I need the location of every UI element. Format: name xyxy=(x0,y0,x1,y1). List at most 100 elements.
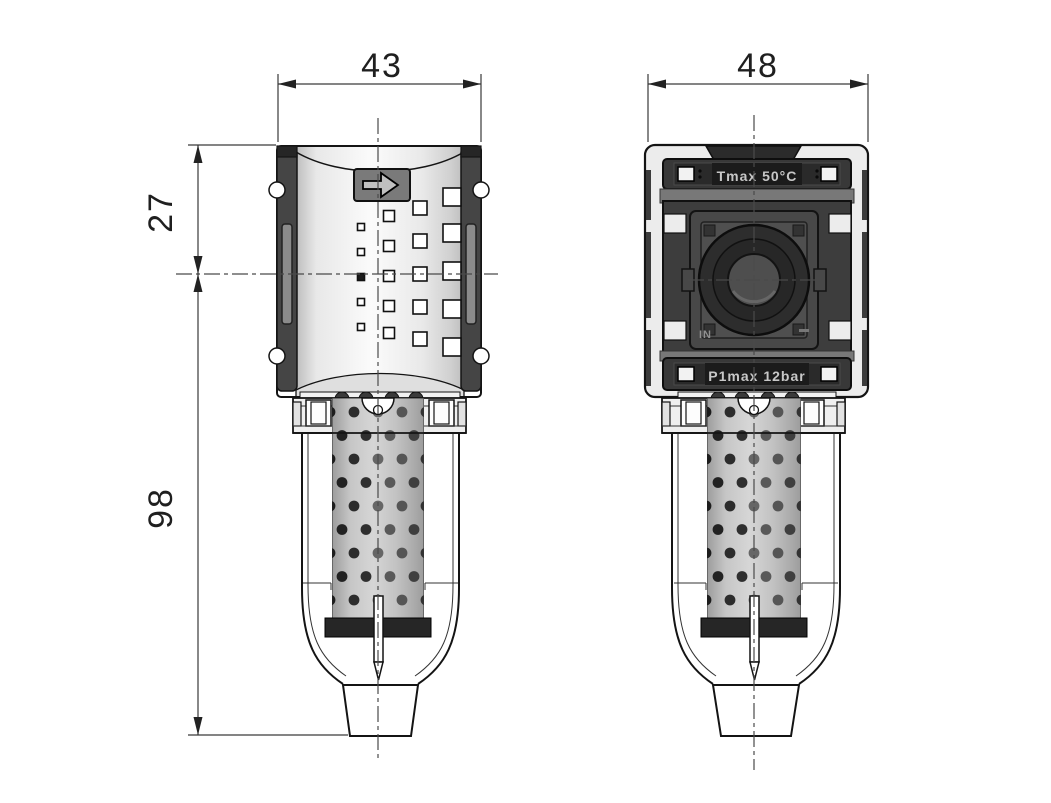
perforation-hole xyxy=(707,500,712,512)
side-view xyxy=(176,118,498,758)
perforation-hole xyxy=(396,594,408,606)
perforation-hole xyxy=(772,500,784,512)
front-side-edges xyxy=(646,170,867,386)
vent-hole-square xyxy=(442,299,462,319)
perforation-hole xyxy=(360,477,372,488)
perforation-hole xyxy=(796,594,801,606)
side-left-rail-notch-top xyxy=(268,181,286,199)
perforation-hole xyxy=(748,547,760,559)
perforation-hole xyxy=(360,524,372,535)
vent-hole-square xyxy=(382,209,396,223)
dimension-head-height: 27 xyxy=(142,144,276,274)
perforation-hole xyxy=(736,477,748,488)
perforation-hole xyxy=(760,477,772,488)
perforation-hole xyxy=(760,524,772,535)
perforation-hole xyxy=(384,571,396,582)
front-top-label-bar: Tmax 50°C xyxy=(662,158,852,190)
perforation-hole xyxy=(384,524,396,535)
perforation-hole xyxy=(707,453,712,465)
side-left-rail-notch-bottom xyxy=(268,347,286,365)
perforation-hole xyxy=(772,453,784,465)
perforation-hole xyxy=(396,500,408,512)
screw-window-bottom-left xyxy=(677,366,695,382)
perforation-hole xyxy=(396,453,408,465)
perforation-hole xyxy=(736,524,748,535)
perforation-hole xyxy=(396,547,408,559)
perforation-hole xyxy=(384,477,396,488)
perforation-hole xyxy=(707,406,712,418)
side-left-rail-cap xyxy=(276,145,298,158)
front-drain-knob xyxy=(711,684,801,737)
perforation-hole xyxy=(772,547,784,559)
perforation-hole xyxy=(712,571,724,582)
perforation-hole xyxy=(336,430,348,441)
perforation-hole xyxy=(796,406,801,418)
dimension-body-height: 98 xyxy=(142,274,348,736)
perforation-hole xyxy=(348,594,360,606)
perforation-hole xyxy=(348,547,360,559)
dim-label-48: 48 xyxy=(737,47,779,85)
pmax-label: P1max 12bar xyxy=(708,368,805,384)
side-drain-knob xyxy=(341,684,420,737)
perforation-hole xyxy=(724,594,736,606)
perforation-hole xyxy=(724,453,736,465)
perforation-hole xyxy=(332,406,336,418)
perforation-hole xyxy=(336,571,348,582)
perforation-hole xyxy=(332,594,336,606)
perforation-hole xyxy=(332,500,336,512)
perforation-hole xyxy=(796,453,801,465)
perforation-hole xyxy=(360,430,372,441)
dimension-front-width: 48 xyxy=(647,47,869,142)
side-right-rail-cap xyxy=(460,145,482,158)
vent-hole-square xyxy=(356,297,366,307)
vent-hole-square xyxy=(382,299,396,313)
perforation-hole xyxy=(724,547,736,559)
perforation-hole xyxy=(707,547,712,559)
screw-window-bottom-right xyxy=(820,366,838,382)
dimension-side-width: 43 xyxy=(277,47,482,142)
screw-window-left xyxy=(677,166,695,182)
vent-hole-square xyxy=(442,337,462,357)
vent-hole-square xyxy=(442,223,462,243)
in-port-label: IN xyxy=(699,329,712,341)
vent-hole-square xyxy=(412,299,428,315)
perforation-hole xyxy=(724,500,736,512)
perforation-hole xyxy=(396,406,408,418)
vent-hole-square xyxy=(356,272,366,282)
perforation-hole xyxy=(336,477,348,488)
perforation-hole xyxy=(784,524,796,535)
perforation-hole xyxy=(384,430,396,441)
front-corner-cutouts xyxy=(663,213,852,341)
perforation-hole xyxy=(336,524,348,535)
perforation-hole xyxy=(784,571,796,582)
tmax-label: Tmax 50°C xyxy=(717,168,798,184)
perforation-hole xyxy=(420,547,424,559)
vent-hole-square xyxy=(412,331,428,347)
perforation-hole xyxy=(784,430,796,441)
flow-arrow-icon xyxy=(362,171,400,199)
front-view: Tmax 50°C IN xyxy=(643,115,870,770)
side-right-rail-notch-bottom xyxy=(472,347,490,365)
perforation-hole xyxy=(784,477,796,488)
perforation-hole xyxy=(712,477,724,488)
perforation-hole xyxy=(360,571,372,582)
vent-hole-square xyxy=(382,239,396,253)
perforation-hole xyxy=(760,571,772,582)
vent-hole-pattern xyxy=(356,187,462,357)
vent-hole-square xyxy=(356,322,366,332)
perforation-hole xyxy=(420,500,424,512)
dim-label-27: 27 xyxy=(142,191,180,233)
vent-hole-square xyxy=(412,233,428,249)
dim-label-43: 43 xyxy=(361,47,403,85)
perforation-hole xyxy=(348,500,360,512)
perforation-hole xyxy=(348,453,360,465)
perforation-hole xyxy=(772,594,784,606)
front-bottom-label-bar: P1max 12bar xyxy=(662,357,852,391)
port-mark xyxy=(799,329,809,332)
perforation-hole xyxy=(796,500,801,512)
perforation-hole xyxy=(408,430,420,441)
side-bowl xyxy=(301,432,460,737)
perforation-hole xyxy=(420,453,424,465)
